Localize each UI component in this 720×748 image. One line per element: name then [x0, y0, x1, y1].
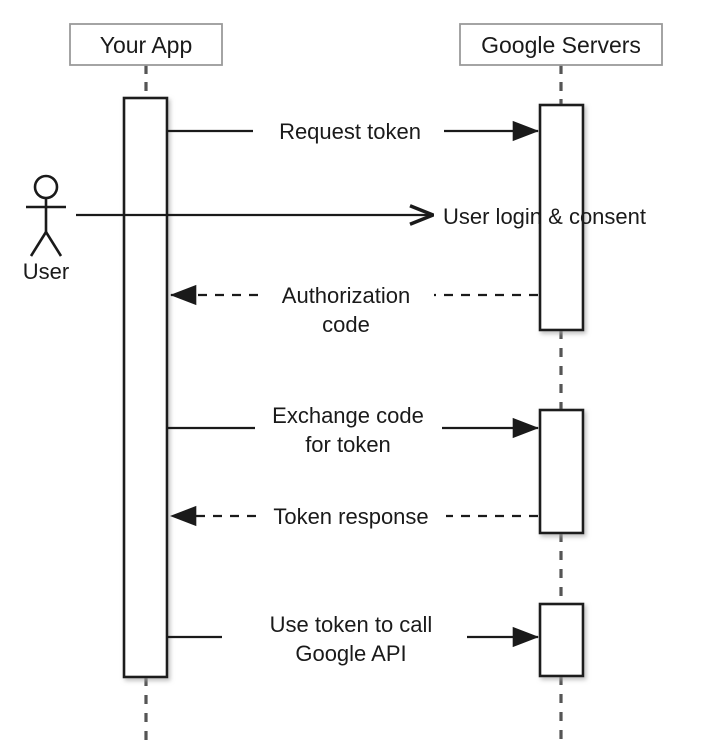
actor-left-leg-icon: [29, 231, 48, 257]
message-use-token-call-google-api[interactable]: Use token to call Google API: [167, 612, 540, 666]
message-exchange-code-for-token[interactable]: Exchange code for token: [167, 403, 540, 457]
actor-user[interactable]: User: [23, 174, 69, 284]
message-label-user-login-consent: User login & consent: [443, 204, 646, 229]
participant-box-google-servers: [459, 23, 663, 66]
message-label-use-token-line1: Use token to call: [270, 612, 433, 637]
participant-label-google-servers: Google Servers: [481, 32, 641, 58]
message-label-authorization-code-line2: code: [322, 312, 370, 337]
message-authorization-code[interactable]: Authorization code: [169, 283, 538, 337]
actor-head-icon: [33, 174, 59, 200]
actor-label-user: User: [23, 259, 69, 284]
message-label-use-token-line2: Google API: [295, 641, 406, 666]
activation-bar-google-2: [538, 408, 585, 535]
message-label-token-response: Token response: [273, 504, 428, 529]
message-token-response[interactable]: Token response: [169, 504, 538, 529]
message-label-request-token: Request token: [279, 119, 421, 144]
participant-google-servers[interactable]: Google Servers: [459, 23, 663, 66]
message-label-exchange-code-line2: for token: [305, 432, 391, 457]
participant-label-your-app: Your App: [100, 32, 193, 58]
message-label-authorization-code-line1: Authorization: [282, 283, 410, 308]
activation-bar-google-3: [538, 602, 585, 678]
actor-right-leg-icon: [44, 231, 63, 257]
message-request-token[interactable]: Request token: [167, 119, 540, 144]
message-user-login-consent[interactable]: User login & consent: [76, 204, 646, 229]
activation-bar-your-app: [122, 96, 169, 679]
participant-box-your-app: [69, 23, 223, 66]
participant-your-app[interactable]: Your App: [69, 23, 223, 66]
activation-bar-google-1: [538, 103, 585, 332]
message-label-exchange-code-line1: Exchange code: [272, 403, 424, 428]
